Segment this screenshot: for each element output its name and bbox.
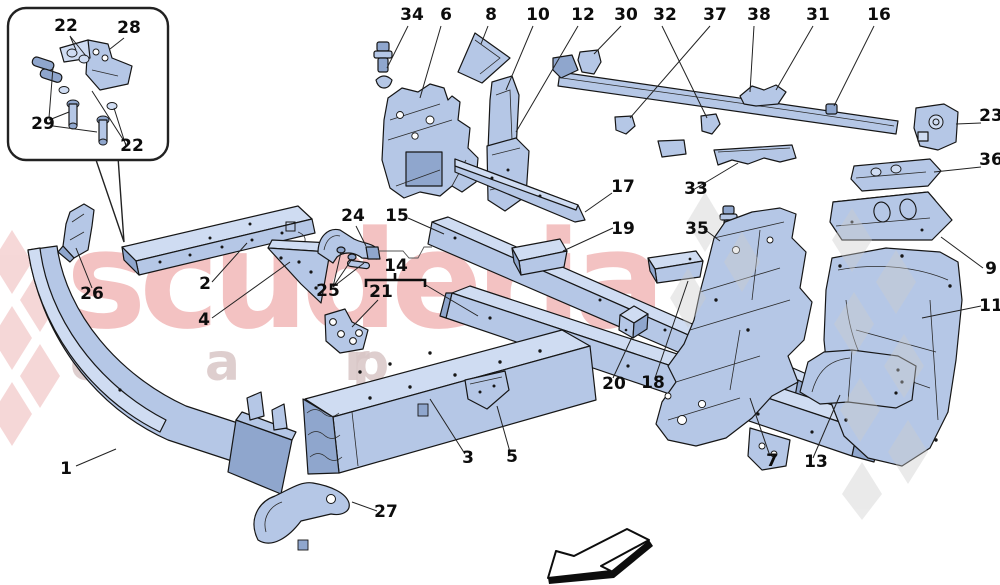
checker-pattern-right	[670, 192, 928, 520]
part-33-serrated-strip	[657, 139, 797, 166]
part-31-38-clips	[739, 84, 787, 107]
callout-label-24: 24	[341, 206, 365, 226]
part-3-main-rail	[302, 329, 597, 475]
group-14-bracket-glyph	[364, 273, 427, 287]
part-18-block	[647, 250, 704, 284]
callout-label-4: 4	[198, 310, 210, 330]
part-36-duct	[850, 158, 942, 192]
callout-label-6: 6	[440, 5, 452, 25]
part-8-triangle-panel	[457, 32, 511, 84]
callout-label-20: 20	[602, 374, 626, 394]
callout-label-28: 28	[117, 18, 141, 38]
inset-leader-lines	[48, 35, 127, 147]
part-34-sensor	[373, 41, 393, 89]
callout-label-23: 23	[979, 106, 1000, 126]
callout-label-36: 36	[979, 150, 1000, 170]
callout-label-16: 16	[867, 5, 891, 25]
callout-label-8: 8	[485, 5, 497, 25]
callout-label-21: 21	[369, 282, 393, 302]
reference-line	[378, 246, 432, 259]
part-17-strip	[454, 158, 586, 223]
part-14-hanging-bracket	[747, 427, 791, 471]
callout-label-32: 32	[653, 5, 677, 25]
part-9-sill-panel	[829, 191, 953, 241]
callout-label-12: 12	[571, 5, 595, 25]
callout-label-33: 33	[684, 179, 708, 199]
part-1-bumper-beam	[27, 245, 297, 495]
callout-labels: 34 6 8 10 12 30 32 37 38 31 16 23 36 9 1…	[31, 5, 1000, 522]
part-6-bulkhead-panel	[381, 83, 479, 199]
callout-label-19: 19	[611, 219, 635, 239]
callout-label-37: 37	[703, 5, 727, 25]
inset-detail-box	[6, 6, 170, 243]
part-37-clip	[614, 115, 636, 135]
part-20-cube	[618, 305, 649, 339]
callout-label-9: 9	[985, 259, 997, 279]
callout-label-27: 27	[374, 502, 398, 522]
leader-lines	[75, 25, 984, 512]
callout-label-26: 26	[80, 284, 104, 304]
part-32-clip	[700, 113, 721, 135]
callout-label-22a: 22	[54, 16, 78, 36]
callout-label-14: 14	[384, 256, 408, 276]
part-13-front-panel	[799, 349, 917, 409]
callout-label-10: 10	[526, 5, 550, 25]
callout-label-3: 3	[462, 448, 474, 468]
callout-label-18: 18	[641, 373, 665, 393]
callout-label-31: 31	[806, 5, 830, 25]
part-7-wheelhouse-structure	[655, 207, 813, 447]
part-16-bolt	[825, 103, 838, 115]
part-26-bracket	[57, 203, 95, 263]
part-27-bracket	[253, 482, 350, 551]
callout-label-7: 7	[766, 451, 778, 471]
part-24-curved-arm	[317, 228, 381, 270]
callout-label-35: 35	[685, 219, 709, 239]
callout-label-1: 1	[60, 459, 72, 479]
part-25-fasteners	[336, 246, 370, 270]
part-30-clip	[577, 49, 602, 75]
callout-label-34: 34	[400, 5, 424, 25]
callout-label-22b: 22	[120, 136, 144, 156]
inset-studs	[66, 99, 110, 146]
callout-label-13: 13	[804, 452, 828, 472]
callout-label-11: 11	[979, 296, 1000, 316]
callout-label-30: 30	[614, 5, 638, 25]
part-2-upper-rail	[121, 205, 316, 276]
part-5-bracket	[464, 370, 510, 410]
part-23-bracket	[913, 103, 959, 151]
part-4-gusset	[267, 239, 333, 304]
part-19-wedge	[511, 238, 568, 276]
part-beam-upper-reinforcement	[552, 54, 899, 135]
callout-label-29: 29	[31, 114, 55, 134]
callout-label-5: 5	[506, 447, 518, 467]
callout-label-17: 17	[611, 177, 635, 197]
callout-label-2: 2	[199, 274, 211, 294]
callout-label-25: 25	[316, 281, 340, 301]
part-21-bracket	[324, 308, 369, 354]
callout-label-38: 38	[747, 5, 771, 25]
callout-label-15: 15	[385, 206, 409, 226]
direction-arrow-icon	[547, 528, 653, 584]
